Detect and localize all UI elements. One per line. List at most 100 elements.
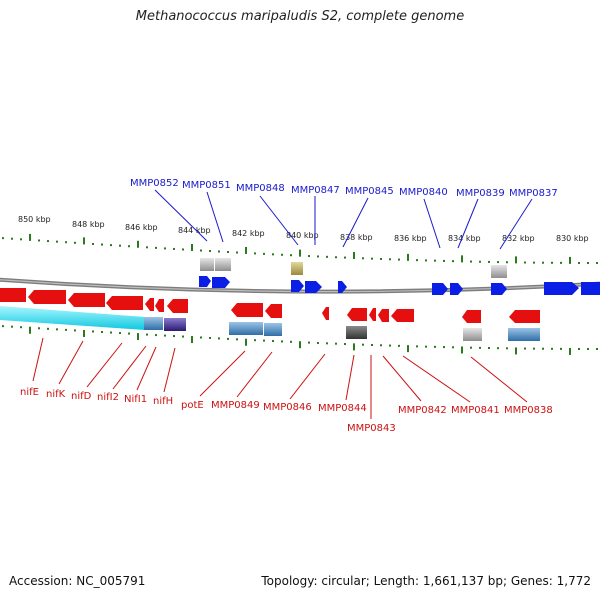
scale-label: 832 kbp <box>502 234 535 243</box>
scale-tick <box>560 347 562 350</box>
gene-label-mmp0845[interactable]: MMP0845 <box>345 186 394 197</box>
scale-tick <box>209 336 211 339</box>
nif-operon-feature[interactable] <box>0 306 145 330</box>
scale-tick <box>227 337 229 340</box>
gene-label-mmp0851[interactable]: MMP0851 <box>182 180 231 191</box>
reverse-gene-arrow[interactable] <box>369 308 376 321</box>
gene-label-mmp0843[interactable]: MMP0843 <box>347 423 396 434</box>
gene-label-nifi2[interactable]: nifI2 <box>97 392 119 403</box>
reverse-gene-arrow[interactable] <box>322 307 329 320</box>
feature-box[interactable] <box>291 262 303 275</box>
forward-gene-arrow[interactable] <box>199 276 211 287</box>
scale-tick <box>452 260 454 263</box>
scale-tick <box>587 347 589 350</box>
scale-tick <box>155 246 157 249</box>
scale-tick <box>29 233 31 241</box>
scale-tick <box>434 259 436 262</box>
reverse-gene-arrow[interactable] <box>167 299 188 313</box>
scale-tick <box>587 261 589 264</box>
scale-tick <box>263 252 265 255</box>
feature-box[interactable] <box>508 328 540 341</box>
forward-gene-arrow[interactable] <box>491 283 507 295</box>
gene-label-mmp0852[interactable]: MMP0852 <box>130 178 179 189</box>
reverse-gene-arrow[interactable] <box>265 304 282 318</box>
forward-gene-arrow[interactable] <box>291 280 304 292</box>
gene-label-nifd[interactable]: nifD <box>71 391 92 402</box>
scale-tick <box>56 240 58 243</box>
scale-tick <box>2 325 4 328</box>
scale-label: 830 kbp <box>556 234 589 243</box>
gene-label-mmp0840[interactable]: MMP0840 <box>399 187 448 198</box>
reverse-gene-arrow[interactable] <box>231 303 263 317</box>
gene-label-nifh[interactable]: nifH <box>153 396 173 407</box>
forward-gene-arrow[interactable] <box>450 283 463 295</box>
feature-box[interactable] <box>229 322 263 335</box>
gene-label-mmp0839[interactable]: MMP0839 <box>456 188 505 199</box>
scale-tick <box>353 251 355 259</box>
gene-label-mmp0848[interactable]: MMP0848 <box>236 183 285 194</box>
forward-gene-arrow[interactable] <box>305 281 322 293</box>
scale-tick <box>74 241 76 244</box>
gene-label-mmp0847[interactable]: MMP0847 <box>291 185 340 196</box>
scale-tick <box>38 239 40 242</box>
gene-label-mmp0842[interactable]: MMP0842 <box>398 405 447 416</box>
feature-box[interactable] <box>491 265 507 278</box>
gene-label-mmp0844[interactable]: MMP0844 <box>318 403 367 414</box>
forward-gene-arrow[interactable] <box>581 282 600 295</box>
scale-tick <box>254 339 256 342</box>
gene-label-mmp0841[interactable]: MMP0841 <box>451 405 500 416</box>
gene-label-nife[interactable]: nifE <box>20 387 39 398</box>
scale-tick <box>236 338 238 341</box>
scale-tick <box>443 259 445 262</box>
feature-box[interactable] <box>164 318 186 331</box>
forward-gene-arrow[interactable] <box>432 283 448 295</box>
scale-tick <box>497 261 499 264</box>
reverse-gene-arrow[interactable] <box>28 290 66 304</box>
scale-tick <box>596 347 598 350</box>
scale-tick <box>254 252 256 255</box>
scale-tick <box>362 257 364 260</box>
reverse-gene-arrow[interactable] <box>155 299 164 312</box>
gene-label-mmp0837[interactable]: MMP0837 <box>509 188 558 199</box>
reverse-gene-arrow[interactable] <box>462 310 481 323</box>
scale-tick <box>515 256 517 264</box>
scale-tick <box>416 345 418 348</box>
forward-gene-arrow[interactable] <box>338 281 347 293</box>
scale-tick <box>92 242 94 245</box>
gene-label-nifk[interactable]: nifK <box>46 389 66 400</box>
accession-text: Accession: NC_005791 <box>9 574 146 588</box>
scale-tick <box>191 243 193 251</box>
reverse-gene-arrow[interactable] <box>68 293 105 307</box>
scale-tick <box>191 336 193 344</box>
genome-summary-text: Topology: circular; Length: 1,661,137 bp… <box>261 574 591 588</box>
feature-box[interactable] <box>200 258 214 271</box>
forward-gene-arrow[interactable] <box>544 282 579 295</box>
gene-label-mmp0846[interactable]: MMP0846 <box>263 402 312 413</box>
scale-tick <box>119 332 121 335</box>
scale-tick <box>380 257 382 260</box>
gene-label-pote[interactable]: potE <box>181 400 204 411</box>
feature-box[interactable] <box>346 326 367 339</box>
reverse-strand-genes <box>0 288 540 323</box>
reverse-gene-arrow[interactable] <box>145 298 154 311</box>
gene-label-mmp0849[interactable]: MMP0849 <box>211 400 260 411</box>
scale-tick <box>164 334 166 337</box>
reverse-gene-arrow[interactable] <box>106 296 143 310</box>
reverse-gene-arrow[interactable] <box>347 308 367 321</box>
gene-label-mmp0838[interactable]: MMP0838 <box>504 405 553 416</box>
scale-tick <box>578 347 580 350</box>
reverse-gene-arrow[interactable] <box>391 309 414 322</box>
reverse-gene-arrow[interactable] <box>509 310 540 323</box>
gene-label-nifi1[interactable]: NifI1 <box>124 394 147 405</box>
scale-tick <box>281 253 283 256</box>
feature-box[interactable] <box>144 317 163 330</box>
feature-box[interactable] <box>264 323 282 336</box>
scale-tick <box>92 330 94 333</box>
feature-box[interactable] <box>215 258 231 271</box>
forward-gene-arrow[interactable] <box>212 277 230 288</box>
upper-feature-boxes <box>200 258 507 278</box>
reverse-gene-arrow[interactable] <box>378 309 389 322</box>
scale-tick <box>200 336 202 339</box>
reverse-gene-arrow[interactable] <box>0 288 26 302</box>
feature-box[interactable] <box>463 328 482 341</box>
